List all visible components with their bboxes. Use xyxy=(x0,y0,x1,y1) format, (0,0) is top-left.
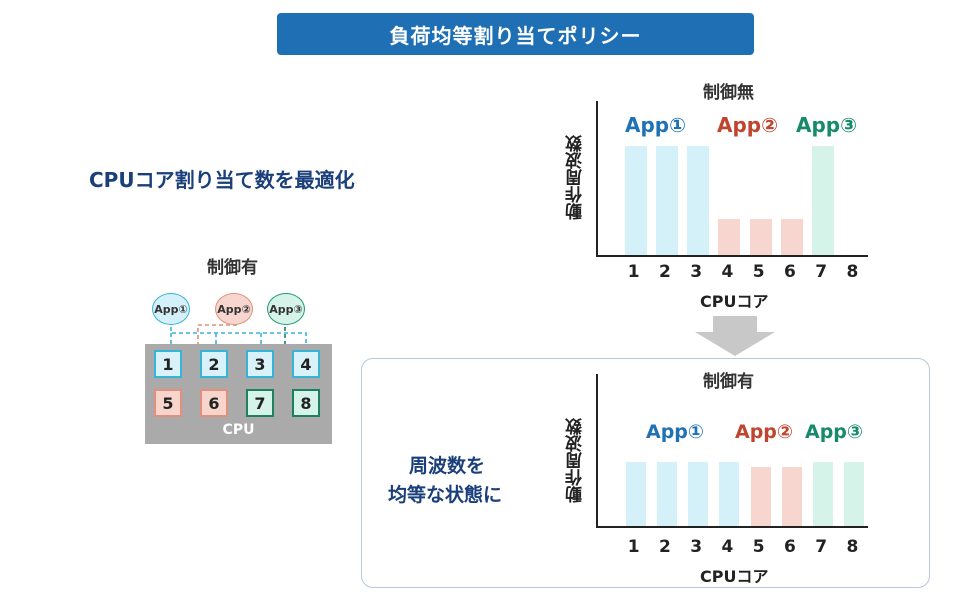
cpu-core-2: 2 xyxy=(200,350,228,378)
chart1-app2-label: App② xyxy=(717,113,779,137)
chart2-tick-3: 3 xyxy=(690,537,703,557)
chart1-app3-label: App③ xyxy=(796,113,858,137)
left-control-label: 制御有 xyxy=(207,258,258,278)
chart2-app3-label: App③ xyxy=(805,421,863,443)
chart1-xlabel: CPUコア xyxy=(700,292,769,311)
chart1-tick-6: 6 xyxy=(783,262,796,282)
cpu-core-7: 7 xyxy=(246,389,274,417)
chart2-bar-5 xyxy=(750,467,771,526)
chart1-tick-4: 4 xyxy=(721,262,734,282)
chart1-tick-5: 5 xyxy=(752,262,765,282)
chart2-tick-8: 8 xyxy=(846,537,859,557)
chart2-plot xyxy=(596,374,868,528)
note-line-2: 均等な状態に xyxy=(388,484,503,506)
cpu-box: 1 2 3 4 5 6 7 8 CPU xyxy=(145,344,332,444)
down-arrow-icon xyxy=(695,316,775,356)
cpu-core-1: 1 xyxy=(154,350,182,378)
chart2-tick-2: 2 xyxy=(658,537,671,557)
left-heading: CPUコア割り当て数を最適化 xyxy=(89,168,355,192)
app2-bubble: App② xyxy=(215,293,253,325)
chart1-bar-5 xyxy=(749,218,772,255)
cpu-core-3: 3 xyxy=(246,350,274,378)
chart1-bar-4 xyxy=(718,218,741,255)
note-line-1: 周波数を xyxy=(409,455,486,477)
chart1-app1-label: App① xyxy=(625,113,687,137)
chart2-tick-6: 6 xyxy=(783,537,796,557)
chart2-xlabel: CPUコア xyxy=(700,567,769,586)
chart1-tick-7: 7 xyxy=(815,262,828,282)
chart2-bar-3 xyxy=(688,461,709,526)
page-title: 負荷均等割り当てポリシー xyxy=(277,13,754,55)
chart1-bar-3 xyxy=(687,145,710,255)
chart2-tick-5: 5 xyxy=(752,537,765,557)
chart1-tick-1: 1 xyxy=(627,262,640,282)
chart1-tick-8: 8 xyxy=(846,262,859,282)
chart2-bar-8 xyxy=(844,461,865,526)
chart2-bar-7 xyxy=(813,461,834,526)
chart1-bar-6 xyxy=(780,218,803,255)
app1-bubble: App① xyxy=(152,293,190,325)
chart1-bar-7 xyxy=(812,145,835,255)
cpu-core-5: 5 xyxy=(154,389,182,417)
chart2-bar-2 xyxy=(656,461,677,526)
chart1-bar-1 xyxy=(624,145,647,255)
chart2-tick-4: 4 xyxy=(721,537,734,557)
chart1-plot xyxy=(596,101,868,257)
chart2-title: 制御有 xyxy=(703,372,754,392)
cpu-core-4: 4 xyxy=(292,350,320,378)
chart1-ylabel: 動作周波数 xyxy=(566,135,586,220)
chart2-ylabel: 動作周波数 xyxy=(566,418,586,503)
chart2-tick-1: 1 xyxy=(627,537,640,557)
cpu-label: CPU xyxy=(222,422,255,438)
cpu-core-6: 6 xyxy=(200,389,228,417)
chart2-app1-label: App① xyxy=(646,421,704,443)
app3-bubble: App③ xyxy=(267,293,305,325)
chart2-app2-label: App② xyxy=(735,421,793,443)
chart1-tick-2: 2 xyxy=(658,262,671,282)
chart1-tick-3: 3 xyxy=(690,262,703,282)
chart1-title: 制御無 xyxy=(703,83,754,103)
chart2-bar-1 xyxy=(625,461,646,526)
chart2-bar-4 xyxy=(719,461,740,526)
chart2-bar-6 xyxy=(781,467,802,526)
cpu-core-8: 8 xyxy=(292,389,320,417)
chart2-tick-7: 7 xyxy=(815,537,828,557)
chart1-bar-2 xyxy=(655,145,678,255)
